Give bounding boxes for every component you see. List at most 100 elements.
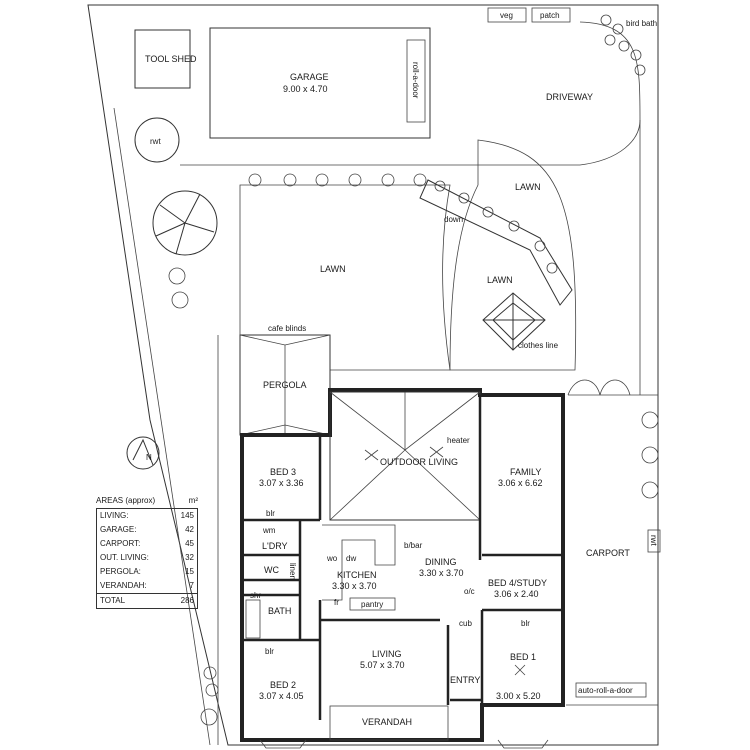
bed3-blr: blr xyxy=(266,509,275,518)
patch-box xyxy=(531,7,571,23)
right-lawn xyxy=(449,139,577,371)
clothes-line xyxy=(482,292,546,351)
cafe-blinds-label: cafe blinds xyxy=(268,324,306,333)
wo-label: wo xyxy=(326,554,338,563)
bed2-blr: blr xyxy=(265,647,274,656)
areas-header: AREAS (approx) m² xyxy=(96,496,198,508)
site-boundary xyxy=(87,4,659,746)
down-label: down xyxy=(444,215,463,224)
areas-unit: m² xyxy=(188,496,198,505)
total-label: TOTAL xyxy=(96,593,171,609)
family-size: 3.06 x 6.62 xyxy=(498,478,543,488)
carport-gate xyxy=(567,379,631,396)
roll-a-door xyxy=(406,39,426,123)
pantry xyxy=(349,597,396,611)
table-row: OUT. LIVING: 32 xyxy=(97,551,198,565)
bath-label: BATH xyxy=(268,606,291,616)
roll-a-door-label: roll-a-door xyxy=(411,62,420,99)
bed1-name: BED 1 xyxy=(510,652,536,662)
path-steps xyxy=(419,179,573,306)
rwt-side-label: rwt xyxy=(649,535,658,546)
garage-size: 9.00 x 4.70 xyxy=(283,84,328,94)
garden-shrubs-bottom xyxy=(200,666,219,726)
bath-tub xyxy=(245,599,261,639)
shr-label: shr xyxy=(250,591,261,600)
north-label: N xyxy=(146,453,152,462)
ldry-label: L'DRY xyxy=(262,541,288,551)
rwt-side-box xyxy=(647,529,661,553)
oc-label: o/c xyxy=(464,587,475,596)
bed1-blr: blr xyxy=(521,619,530,628)
north-arrow xyxy=(126,436,160,470)
verandah xyxy=(329,705,449,741)
table-row: PERGOLA:15 xyxy=(97,565,198,579)
table-row: CARPORT: 45 xyxy=(97,537,198,551)
carport-label: CARPORT xyxy=(586,548,630,558)
dw-label: dw xyxy=(346,554,356,563)
areas-table: AREAS (approx) m² LIVING:145 GARAGE: 42 C… xyxy=(96,496,198,609)
table-row: VERANDAH:7 xyxy=(97,579,198,594)
tool-shed xyxy=(134,29,191,89)
area-value: 42 xyxy=(185,525,194,534)
bird-bath-label: bird bath xyxy=(626,19,657,28)
shrubs-left xyxy=(168,267,189,309)
bed3-size: 3.07 x 3.36 xyxy=(259,478,304,488)
tree xyxy=(152,190,218,256)
area-name: PERGOLA: xyxy=(100,567,141,576)
outdoor-fans xyxy=(364,446,444,461)
driveway-outline xyxy=(579,21,641,395)
living-size: 5.07 x 3.70 xyxy=(360,660,405,670)
bed2-size: 3.07 x 4.05 xyxy=(259,691,304,701)
total-value: 286 xyxy=(170,593,198,609)
area-name: OUT. LIVING: xyxy=(100,553,149,562)
bed4-name: BED 4/STUDY xyxy=(488,578,547,588)
bed4-size: 3.06 x 2.40 xyxy=(494,589,539,599)
dining-name: DINING xyxy=(425,557,457,567)
cub-label: cub xyxy=(459,619,472,628)
bed1-size: 3.00 x 5.20 xyxy=(496,691,541,701)
area-name: GARAGE: xyxy=(100,525,137,534)
fr-label: fr xyxy=(334,598,339,607)
pergola-roof-lines xyxy=(239,334,331,436)
tool-shed-label: TOOL SHED xyxy=(145,54,197,64)
table-row: LIVING:145 xyxy=(97,509,198,524)
garage-name: GARAGE xyxy=(290,72,329,82)
main-lawn xyxy=(239,184,451,371)
linen-label: linen xyxy=(288,563,297,580)
bed3-name: BED 3 xyxy=(270,467,296,477)
area-value: 145 xyxy=(180,511,194,520)
path-plants xyxy=(434,180,558,274)
bay-windows xyxy=(259,739,549,749)
site-inner-boundary xyxy=(113,107,211,746)
pantry-label: pantry xyxy=(361,600,383,609)
carport-shrubs xyxy=(641,411,659,499)
clothes-line-label: clothes line xyxy=(518,341,559,350)
lawn-top-right: LAWN xyxy=(515,182,541,192)
areas-title: AREAS (approx) xyxy=(96,496,156,505)
area-value: 32 xyxy=(185,553,194,562)
kitchen-size: 3.30 x 3.70 xyxy=(332,581,377,591)
dining-size: 3.30 x 3.70 xyxy=(419,568,464,578)
auto-roll-label: auto-roll-a-door xyxy=(578,686,633,695)
verandah-label: VERANDAH xyxy=(362,717,412,727)
lawn-main: LAWN xyxy=(320,264,346,274)
wc-label: WC xyxy=(264,565,279,575)
driveway-label: DRIVEWAY xyxy=(546,92,593,102)
veg-box xyxy=(487,7,527,23)
hedge-row xyxy=(248,173,427,187)
area-value: 7 xyxy=(189,581,194,590)
drive-edge xyxy=(180,119,641,166)
area-name: CARPORT: xyxy=(100,539,141,548)
family-name: FAMILY xyxy=(510,467,541,477)
area-value: 45 xyxy=(185,539,194,548)
table-row: GARAGE: 42 xyxy=(97,523,198,537)
pergola-label: PERGOLA xyxy=(263,380,307,390)
bed1-fan xyxy=(514,664,526,676)
areas-grid: LIVING:145 GARAGE: 42 CARPORT: 45 OUT. LIV… xyxy=(96,508,198,609)
garage xyxy=(209,27,431,139)
rwt-top-label: rwt xyxy=(150,137,161,146)
bed2-name: BED 2 xyxy=(270,680,296,690)
wm-label: wm xyxy=(262,526,276,535)
